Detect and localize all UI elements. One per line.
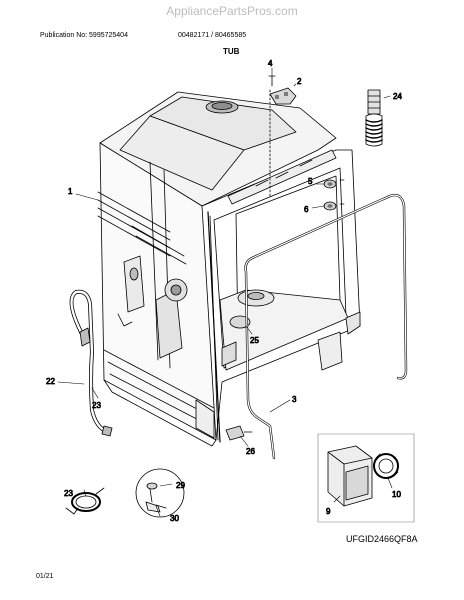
callout-2: 2 <box>297 77 302 86</box>
vent-hose <box>365 89 383 147</box>
detail-box <box>317 433 415 523</box>
bracket-part <box>269 87 297 105</box>
callout-26: 26 <box>246 447 255 456</box>
callout-4: 4 <box>268 59 273 68</box>
hose-clamp <box>65 487 105 515</box>
drain-hose <box>69 289 113 437</box>
callout-25: 25 <box>250 336 259 345</box>
callout-3: 3 <box>292 395 297 404</box>
callout-5: 5 <box>308 177 313 186</box>
screw-part <box>268 75 276 197</box>
callout-23-hose: 23 <box>92 401 101 410</box>
callout-9: 9 <box>326 507 331 516</box>
callout-6: 6 <box>304 205 309 214</box>
detail-inset <box>135 468 185 518</box>
watermark: AppliancePartsPros.com <box>166 4 298 18</box>
page-number: 01/21 <box>36 573 54 580</box>
model-numbers: 00482171 / 80465585 <box>178 32 247 39</box>
callout-1: 1 <box>68 187 73 196</box>
publication-number: Publication No: 5995725404 <box>40 32 128 39</box>
callout-23-clamp: 23 <box>64 489 73 498</box>
callout-10: 10 <box>392 490 401 499</box>
figure-code: UFGID2466QF8A <box>346 534 418 544</box>
section-title: TUB <box>223 47 240 56</box>
callout-24: 24 <box>393 92 402 101</box>
callout-22: 22 <box>46 377 55 386</box>
callout-30: 30 <box>170 514 179 523</box>
callout-29: 29 <box>176 481 185 490</box>
connector-part <box>225 425 253 441</box>
leader-lines <box>57 67 393 517</box>
tub-assembly <box>97 91 361 447</box>
